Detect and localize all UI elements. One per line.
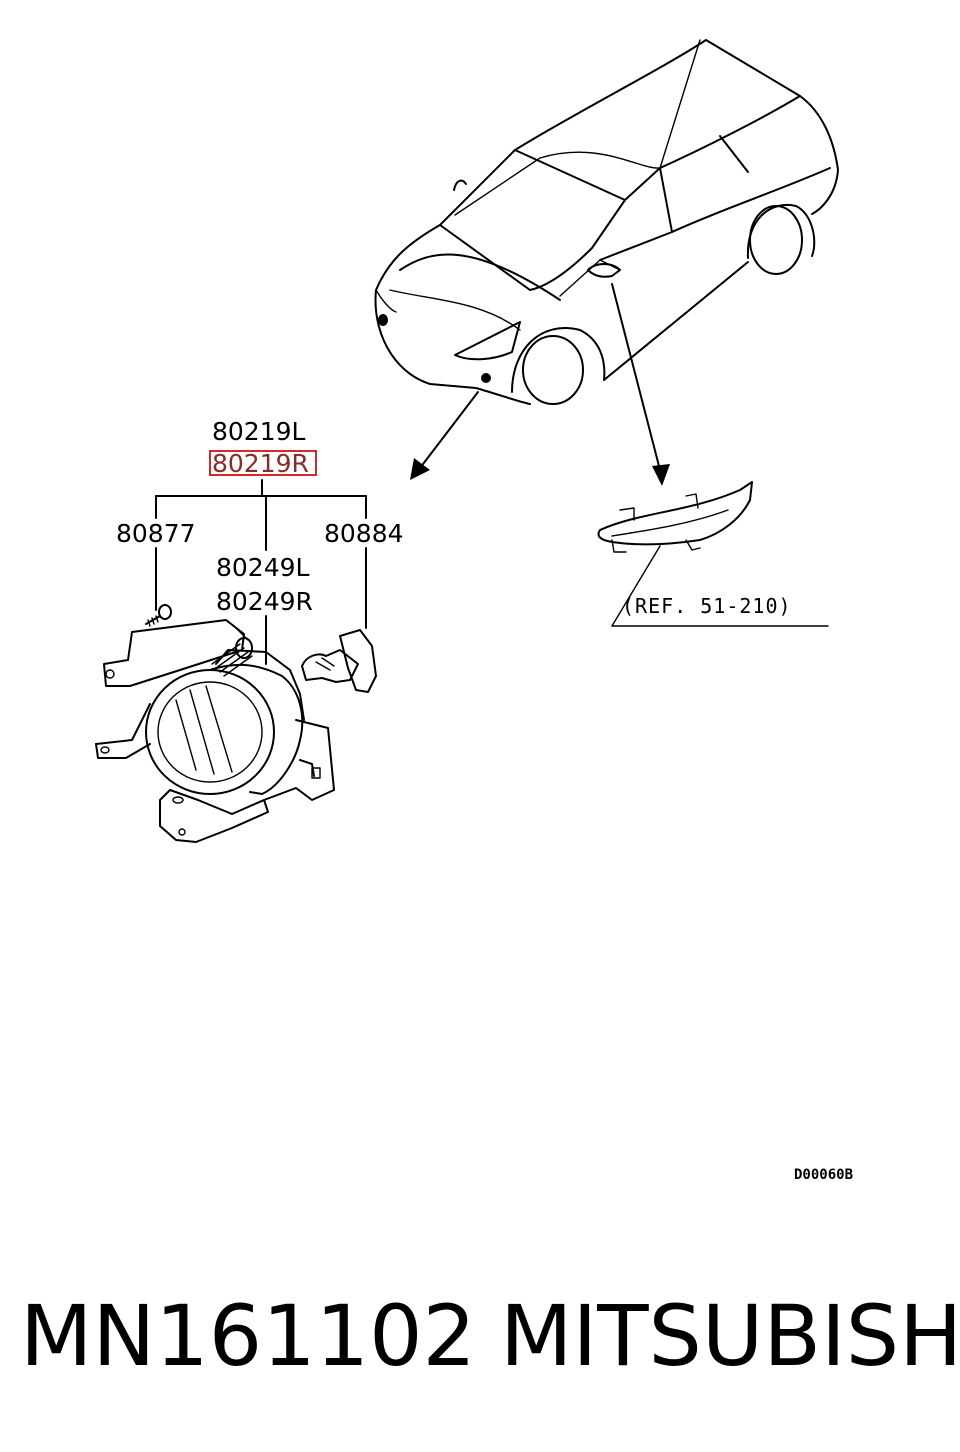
callout-tree (155, 479, 367, 665)
car-illustration (374, 39, 839, 405)
callout-arrows (410, 283, 670, 486)
side-turn-signal (597, 481, 753, 553)
callout-lamp-right: 80249R (216, 587, 313, 616)
diagram-code: D00060B (794, 1167, 853, 1183)
brand-name: MITSUBISHI (500, 1287, 960, 1385)
callout-assembly-left: 80219L (212, 417, 306, 446)
reference-leader (611, 545, 829, 627)
fog-lamp-assembly (95, 604, 377, 843)
callout-assembly-right: 80219R (212, 449, 309, 478)
bulb-icon (301, 629, 377, 693)
highlight-box (209, 450, 317, 476)
reference-label: (REF. 51-210) (622, 594, 792, 618)
part-number: MN161102 (20, 1287, 476, 1385)
callout-bulb: 80884 (324, 519, 404, 548)
callout-screw: 80877 (116, 519, 196, 548)
screw-icon (145, 604, 172, 627)
callout-lamp-left: 80249L (216, 553, 310, 582)
